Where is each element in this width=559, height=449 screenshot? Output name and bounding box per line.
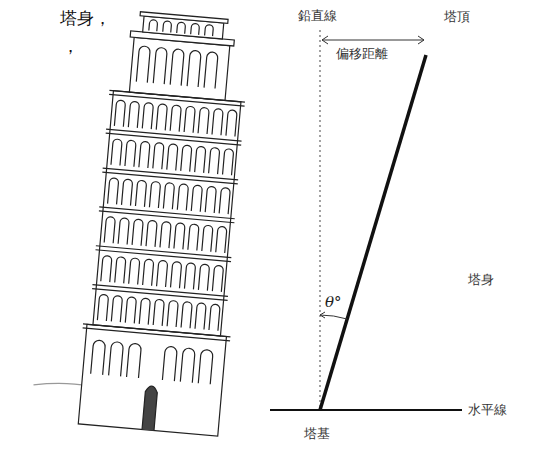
arch [198, 264, 209, 291]
top-rim [140, 12, 228, 24]
tower-illustration [30, 5, 258, 436]
arch [198, 349, 213, 384]
arch [163, 21, 172, 33]
arch [118, 218, 129, 245]
arch [195, 303, 206, 330]
arch [91, 340, 106, 375]
arch [157, 260, 168, 287]
arch [191, 185, 202, 212]
belfry [129, 37, 229, 100]
arch [216, 226, 227, 253]
arch [174, 223, 185, 250]
arch [153, 47, 167, 84]
arch [184, 106, 195, 133]
arch [153, 299, 164, 326]
tower-top-label: 塔頂 [444, 9, 470, 25]
arch [204, 52, 218, 89]
arch [101, 255, 112, 282]
arch [171, 262, 182, 289]
arch [104, 217, 115, 244]
arch [139, 141, 150, 168]
arch [177, 22, 186, 34]
arch [223, 149, 234, 176]
arch [195, 146, 206, 173]
arch [111, 139, 122, 166]
arch [160, 221, 171, 248]
arch [135, 180, 146, 207]
horizontal-line-label: 水平線 [468, 402, 507, 418]
tower-axis [320, 55, 426, 410]
arch [209, 304, 220, 331]
arch [143, 259, 154, 286]
arch [209, 147, 220, 174]
door [142, 386, 158, 431]
tower-body [93, 91, 241, 336]
arch [212, 265, 223, 292]
arch [170, 105, 181, 132]
angle-arrowhead [320, 312, 325, 318]
tower-base [78, 324, 226, 436]
arch [181, 145, 192, 172]
arch [108, 178, 119, 205]
storey-stroke [109, 94, 244, 106]
horizontal-line [270, 409, 462, 411]
arch [128, 101, 139, 128]
storey-stroke [83, 328, 230, 341]
arch [188, 224, 199, 251]
arch [181, 302, 192, 329]
arch [167, 144, 178, 171]
arch [170, 49, 184, 86]
arch [202, 225, 213, 252]
arch [167, 300, 178, 327]
arch [191, 23, 200, 35]
plumb-line-label: 鉛直線 [298, 8, 337, 24]
arch [226, 110, 237, 137]
arch [115, 257, 126, 284]
storey-stroke [96, 250, 231, 262]
arch [212, 109, 223, 136]
arch [142, 102, 153, 129]
arch [180, 348, 195, 383]
storey-stroke [92, 289, 227, 301]
arch [219, 187, 230, 214]
tower-body-label: 塔身 [468, 272, 494, 288]
arch [109, 341, 124, 376]
tower-base-label: 塔基 [304, 426, 330, 442]
arch [129, 258, 140, 285]
arch [149, 181, 160, 208]
partial-text: 塔身， [60, 8, 111, 28]
arch [156, 104, 167, 131]
arch [187, 50, 201, 87]
arch [132, 219, 143, 246]
arch [111, 295, 122, 322]
plumb-line [319, 30, 320, 410]
arch [162, 346, 177, 381]
arch [205, 186, 216, 213]
storey-stroke [102, 172, 237, 184]
arch [198, 107, 209, 134]
arch [163, 183, 174, 210]
arch [136, 46, 150, 83]
arch [149, 20, 158, 32]
arch [205, 24, 214, 36]
storey-stroke [106, 133, 241, 145]
arch [114, 100, 125, 127]
angle-label: θ° [325, 293, 342, 311]
storey-stroke [99, 211, 234, 223]
arch [184, 263, 195, 290]
offset-label: 偏移距離 [334, 46, 390, 62]
arch [97, 294, 108, 321]
arch [146, 220, 157, 247]
arch [153, 143, 164, 170]
arch [127, 343, 142, 378]
arch [125, 140, 136, 167]
arch [139, 298, 150, 325]
offset-arrow [322, 36, 424, 44]
arch [125, 297, 136, 324]
arch [122, 179, 133, 206]
partial-text: ， [62, 36, 79, 56]
arch [177, 184, 188, 211]
